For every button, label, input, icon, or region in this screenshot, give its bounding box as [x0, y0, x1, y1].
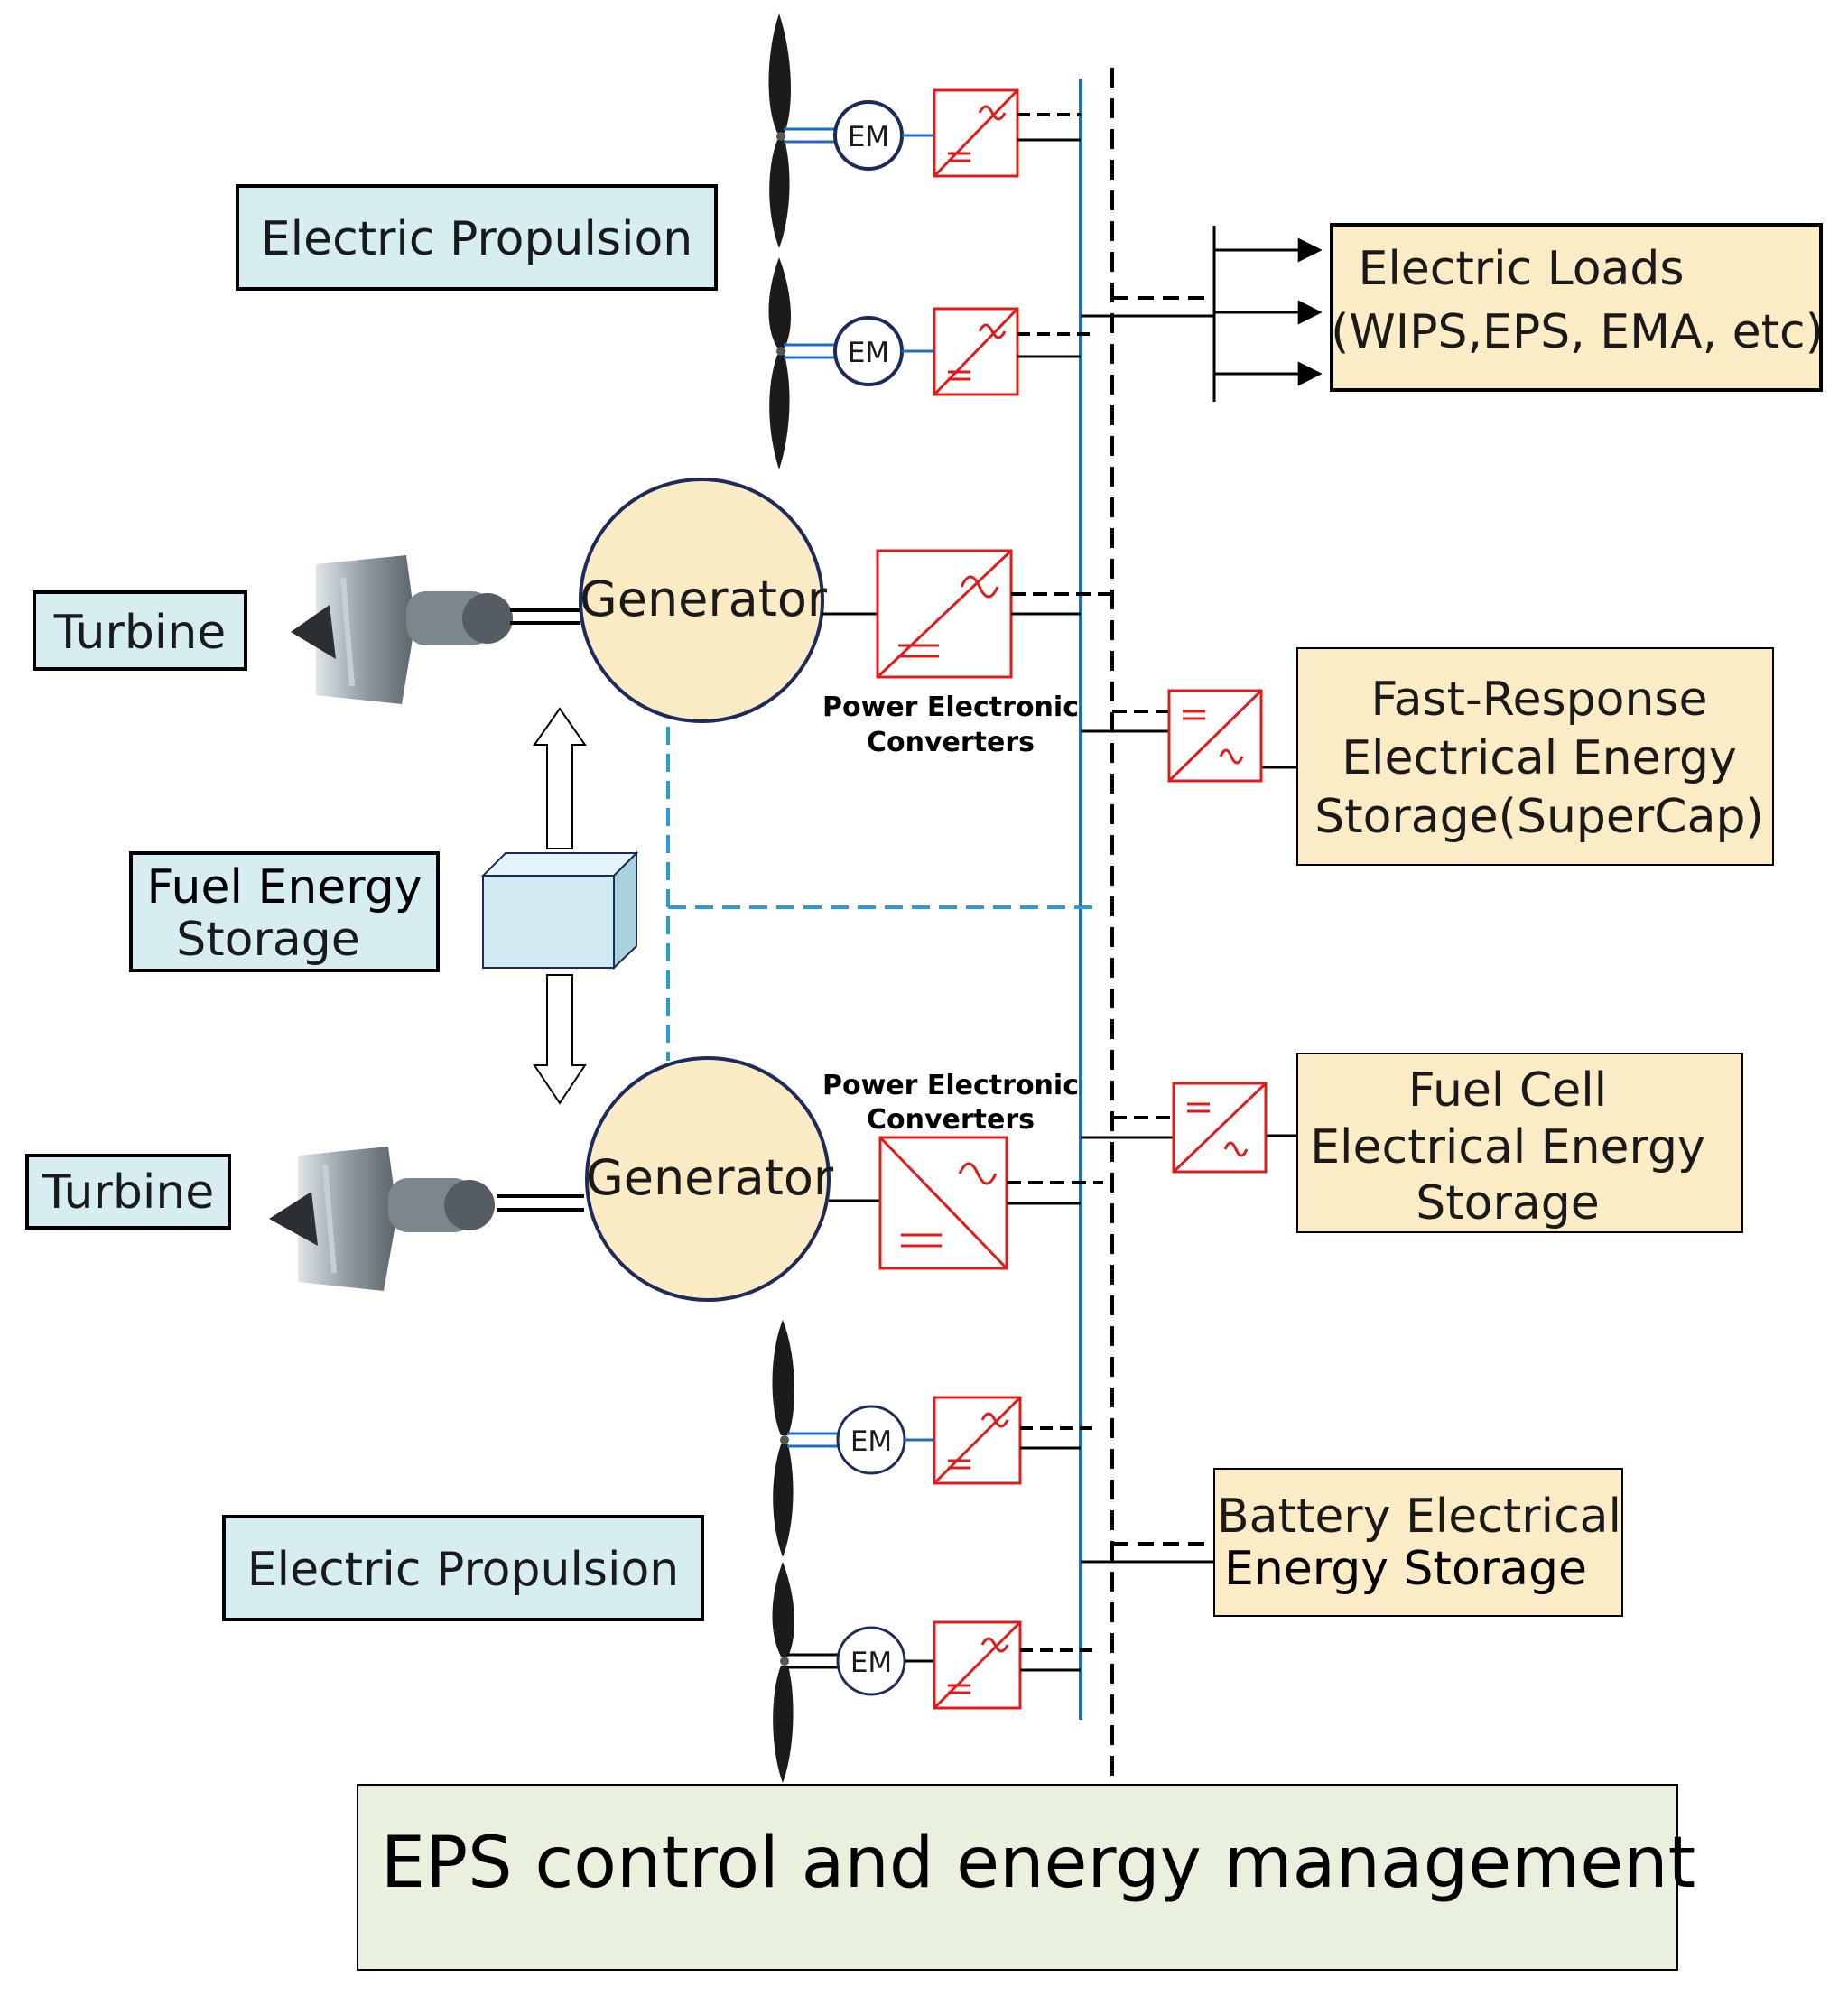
svg-text:EM: EM [850, 1425, 892, 1458]
electric-motor-1: EM [833, 100, 904, 171]
bus-connections-top [1017, 113, 1094, 358]
svg-text:Battery Electrical: Battery Electrical [1217, 1490, 1621, 1544]
svg-text:Electrical Energy: Electrical Energy [1310, 1120, 1705, 1174]
fuelcell-connections [1081, 1116, 1297, 1139]
battery-storage-box: Battery Electrical Energy Storage [1213, 1468, 1623, 1617]
battery-connections [1081, 1542, 1214, 1564]
electric-motor-3: EM [836, 1405, 906, 1475]
turbine-label-top: Turbine [33, 590, 247, 671]
electric-loads-connections [1081, 226, 1323, 402]
svg-text:(WIPS,EPS, EMA, etc): (WIPS,EPS, EMA, etc) [1331, 305, 1824, 359]
supercap-connections [1081, 710, 1297, 769]
motor-shafts-bottom [787, 1432, 838, 1448]
svg-text:EM: EM [848, 121, 889, 153]
propeller-icon [768, 14, 791, 248]
converter-icon [1172, 1082, 1268, 1174]
pec-label-bottom: Power Electronic Converters [822, 1070, 1079, 1136]
svg-text:Turbine: Turbine [42, 1165, 215, 1220]
motor-shafts-bottom-2 [787, 1653, 838, 1669]
svg-text:Power Electronic: Power Electronic [822, 692, 1079, 723]
svg-text:Electrical Energy: Electrical Energy [1342, 731, 1737, 785]
propeller-icon [772, 1320, 794, 1557]
turbine-shaft-bottom [497, 1194, 584, 1212]
fuel-link-lines [666, 727, 1094, 1061]
electric-propulsion-label-top: Electric Propulsion [236, 184, 718, 291]
svg-text:EM: EM [850, 1647, 892, 1679]
svg-text:Converters: Converters [867, 1104, 1035, 1136]
svg-text:Fuel Cell: Fuel Cell [1408, 1063, 1607, 1118]
svg-text:Storage(SuperCap): Storage(SuperCap) [1314, 790, 1764, 844]
converter-icon [876, 549, 1013, 679]
svg-text:Converters: Converters [867, 727, 1035, 758]
pec-label-top: Power Electronic Converters [822, 692, 1079, 758]
fuel-tank-icon [480, 850, 639, 970]
fuel-energy-storage-label: Fuel Energy Storage [129, 851, 440, 972]
converter-icon [933, 1396, 1022, 1485]
electric-motor-2: EM [833, 316, 904, 386]
fuel-flow-arrow-up [533, 707, 587, 849]
svg-text:Generator: Generator [580, 571, 828, 627]
svg-text:Energy Storage: Energy Storage [1224, 1542, 1587, 1596]
turbine-label-bottom: Turbine [25, 1154, 231, 1230]
turbine-shaft-top [510, 608, 580, 625]
bus-connections-gen-bottom [1007, 1181, 1103, 1205]
electric-motor-4: EM [836, 1626, 906, 1696]
generator-top: Generator [579, 478, 828, 723]
svg-text:EPS control and energy managem: EPS control and energy management [381, 1823, 1695, 1904]
motor-shafts-top [784, 127, 835, 359]
svg-text:Storage: Storage [176, 913, 359, 967]
fuelcell-storage-box: Fuel Cell Electrical Energy Storage [1296, 1053, 1743, 1233]
svg-text:Generator: Generator [586, 1149, 834, 1206]
supercap-storage-box: Fast-Response Electrical Energy Storage(… [1296, 647, 1774, 866]
converter-icon [933, 307, 1019, 396]
converter-icon [878, 1136, 1008, 1270]
svg-text:EM: EM [848, 337, 889, 369]
bus-connections-gen-top [1011, 592, 1112, 616]
electric-loads-box: Electric Loads (WIPS,EPS, EMA, etc) [1330, 223, 1824, 392]
converter-icon [1167, 689, 1263, 783]
electric-propulsion-label-bottom: Electric Propulsion [222, 1515, 704, 1621]
fuel-flow-arrow-down [533, 974, 587, 1105]
converter-icon [933, 88, 1019, 178]
svg-text:Fast-Response: Fast-Response [1371, 673, 1708, 727]
svg-text:Turbine: Turbine [53, 606, 227, 660]
svg-text:Electric Propulsion: Electric Propulsion [247, 1543, 679, 1597]
svg-text:Electric Propulsion: Electric Propulsion [261, 212, 692, 266]
svg-text:Electric Loads: Electric Loads [1358, 242, 1684, 296]
propeller-icon [768, 257, 791, 469]
propeller-icon [772, 1562, 794, 1783]
turbine-engine-icon [291, 555, 513, 704]
generator-bottom: Generator [585, 1056, 834, 1302]
svg-text:Power Electronic: Power Electronic [822, 1070, 1079, 1101]
eps-control-box: EPS control and energy management [357, 1784, 1695, 1971]
svg-text:Storage: Storage [1416, 1176, 1599, 1230]
bus-connections-bottom [1020, 1426, 1094, 1672]
svg-text:Fuel Energy: Fuel Energy [146, 860, 422, 914]
converter-icon [933, 1620, 1022, 1710]
turbine-engine-icon [269, 1147, 495, 1291]
